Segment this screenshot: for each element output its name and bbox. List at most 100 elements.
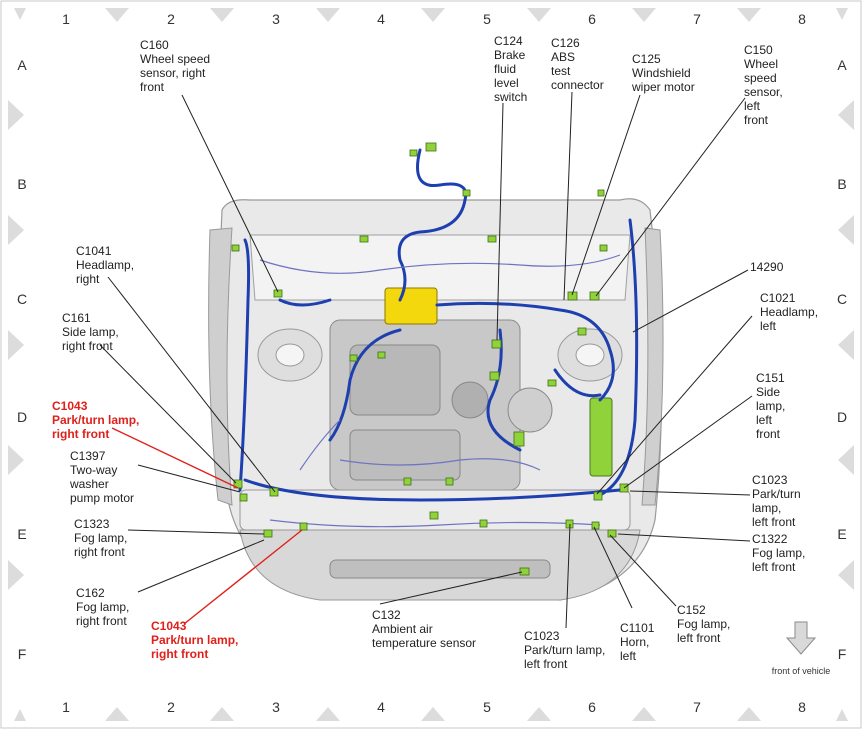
- connectors: [231, 142, 629, 576]
- svg-text:left front: left front: [752, 560, 796, 574]
- callout-c1021: C1021 Headlamp, left: [760, 291, 818, 333]
- row-right-D: D: [837, 409, 847, 425]
- callout-c1043-bottom: C1043 Park/turn lamp, right front: [151, 619, 238, 661]
- svg-text:test: test: [551, 64, 571, 78]
- svg-text:C1041: C1041: [76, 244, 112, 258]
- svg-text:Headlamp,: Headlamp,: [760, 305, 818, 319]
- callout-c152: C152 Fog lamp, left front: [677, 603, 730, 645]
- callout-c1023-right: C1023 Park/turn lamp, left front: [752, 473, 801, 529]
- svg-text:temperature sensor: temperature sensor: [372, 636, 476, 650]
- svg-text:Wheel: Wheel: [744, 57, 778, 71]
- leader-lines: [99, 91, 753, 629]
- svg-text:C161: C161: [62, 311, 91, 325]
- callout-c14290: 14290: [750, 260, 784, 274]
- svg-text:Fog lamp,: Fog lamp,: [677, 617, 730, 631]
- svg-text:right front: right front: [151, 647, 208, 661]
- svg-text:Headlamp,: Headlamp,: [76, 258, 134, 272]
- svg-text:right front: right front: [52, 427, 109, 441]
- col-top-1: 1: [62, 11, 70, 27]
- col-bottom-6: 6: [588, 699, 596, 715]
- row-left-B: B: [17, 176, 26, 192]
- callout-c1323: C1323 Fog lamp, right front: [74, 517, 127, 559]
- svg-text:C1397: C1397: [70, 449, 106, 463]
- svg-text:C132: C132: [372, 608, 401, 622]
- svg-text:sensor,: sensor,: [744, 85, 783, 99]
- svg-text:washer: washer: [69, 477, 109, 491]
- wiring-harness-thin: [259, 254, 621, 528]
- svg-text:Horn,: Horn,: [620, 635, 649, 649]
- svg-text:C1023: C1023: [752, 473, 788, 487]
- callout-c1043-top: C1043 Park/turn lamp, right front: [52, 399, 139, 441]
- col-bottom-3: 3: [272, 699, 280, 715]
- col-bottom-4: 4: [377, 699, 385, 715]
- svg-text:Windshield: Windshield: [632, 66, 691, 80]
- svg-text:left: left: [620, 649, 637, 663]
- callout-c160: C160 Wheel speed sensor, right front: [140, 38, 210, 94]
- svg-text:front: front: [744, 113, 769, 127]
- grille: [329, 559, 551, 579]
- svg-text:lamp,: lamp,: [756, 399, 785, 413]
- svg-text:C150: C150: [744, 43, 773, 57]
- svg-text:right front: right front: [76, 614, 127, 628]
- svg-text:C1043: C1043: [151, 619, 187, 633]
- col-top-4: 4: [377, 11, 385, 27]
- svg-text:right front: right front: [74, 545, 125, 559]
- callout-c1023-bottom: C1023 Park/turn lamp, left front: [524, 629, 605, 671]
- cowl: [249, 234, 631, 301]
- vehicle-illustration: [208, 142, 664, 601]
- row-left-F: F: [18, 646, 27, 662]
- row-left-E: E: [17, 526, 26, 542]
- svg-text:C1043: C1043: [52, 399, 88, 413]
- svg-text:lamp,: lamp,: [752, 501, 781, 515]
- svg-text:left: left: [756, 413, 773, 427]
- svg-text:Fog lamp,: Fog lamp,: [752, 546, 805, 560]
- callout-c1397: C1397 Two-way washer pump motor: [69, 449, 134, 505]
- svg-text:connector: connector: [551, 78, 604, 92]
- svg-text:left front: left front: [677, 631, 721, 645]
- svg-text:14290: 14290: [750, 260, 784, 274]
- svg-text:Park/turn lamp,: Park/turn lamp,: [52, 413, 139, 427]
- callout-c124: C124 Brake fluid level switch: [494, 34, 527, 104]
- callout-c151: C151 Side lamp, left front: [756, 371, 785, 441]
- svg-text:C1023: C1023: [524, 629, 560, 643]
- col-bottom-1: 1: [62, 699, 70, 715]
- callout-c1041: C1041 Headlamp, right: [76, 244, 134, 286]
- callout-c132: C132 Ambient air temperature sensor: [372, 608, 476, 650]
- svg-text:fluid: fluid: [494, 62, 516, 76]
- svg-text:C126: C126: [551, 36, 580, 50]
- row-left-C: C: [17, 291, 27, 307]
- callout-c1322: C1322 Fog lamp, left front: [752, 532, 805, 574]
- col-bottom-2: 2: [167, 699, 175, 715]
- svg-text:Brake: Brake: [494, 48, 526, 62]
- svg-text:left front: left front: [524, 657, 568, 671]
- svg-text:left: left: [744, 99, 761, 113]
- svg-text:left: left: [760, 319, 777, 333]
- row-left-A: A: [17, 57, 27, 73]
- svg-text:C152: C152: [677, 603, 706, 617]
- svg-text:Park/turn lamp,: Park/turn lamp,: [151, 633, 238, 647]
- col-bottom-5: 5: [483, 699, 491, 715]
- svg-text:pump motor: pump motor: [70, 491, 134, 505]
- svg-text:sensor, right: sensor, right: [140, 66, 206, 80]
- svg-text:right front: right front: [62, 339, 113, 353]
- wiring-harness: [238, 148, 639, 502]
- svg-text:C151: C151: [756, 371, 785, 385]
- col-top-3: 3: [272, 11, 280, 27]
- col-top-2: 2: [167, 11, 175, 27]
- grid-column-labels: 1 2 3 4 5 6 7 8 1 2 3 4 5 6 7 8: [62, 11, 806, 715]
- down-arrow-icon: [785, 621, 817, 655]
- svg-text:Side lamp,: Side lamp,: [62, 325, 119, 339]
- col-bottom-7: 7: [693, 699, 701, 715]
- grid-row-labels: A B C D E F A B C D E F: [17, 57, 847, 662]
- col-top-8: 8: [798, 11, 806, 27]
- svg-text:left front: left front: [752, 515, 796, 529]
- svg-text:C1021: C1021: [760, 291, 796, 305]
- callout-c161: C161 Side lamp, right front: [62, 311, 119, 353]
- front-of-vehicle-indicator: front of vehicle: [772, 621, 831, 676]
- svg-text:C124: C124: [494, 34, 523, 48]
- front-of-vehicle-label: front of vehicle: [772, 666, 831, 676]
- svg-text:C125: C125: [632, 52, 661, 66]
- callout-c125: C125 Windshield wiper motor: [631, 52, 695, 94]
- row-right-B: B: [837, 176, 846, 192]
